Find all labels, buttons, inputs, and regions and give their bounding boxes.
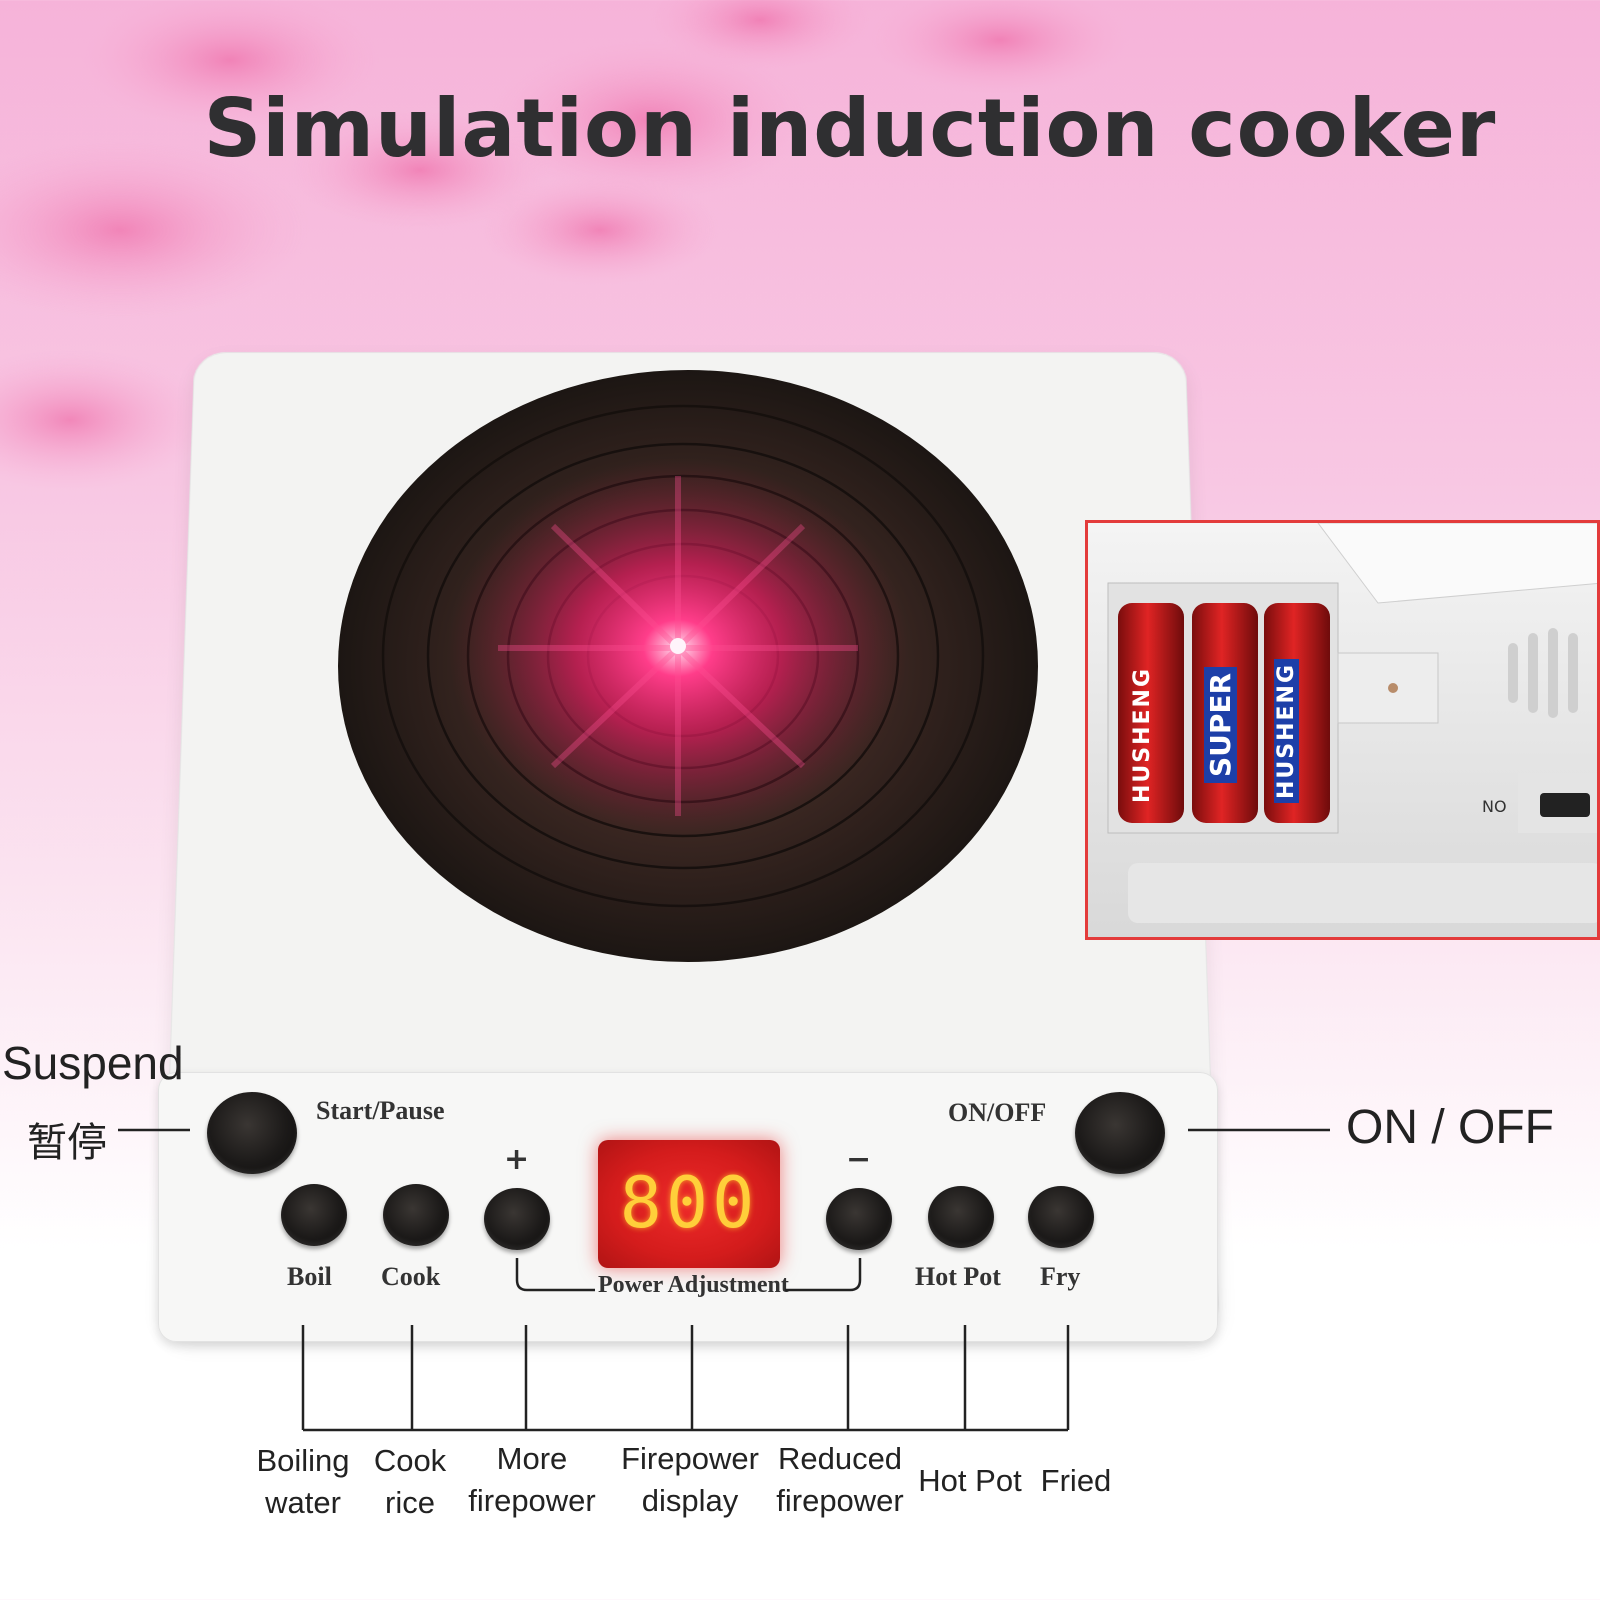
fried-annotation: Fried: [1040, 1463, 1112, 1498]
power-adjustment-label: Power Adjustment: [598, 1272, 789, 1298]
start-pause-button[interactable]: [207, 1092, 297, 1174]
hot-pot-button[interactable]: [928, 1186, 994, 1248]
on-off-label: ON/OFF: [948, 1098, 1047, 1127]
firepower-display: 800: [598, 1140, 780, 1268]
reduced-firepower-annotation: Reduced firepower: [770, 1438, 910, 1522]
burner-plate: [338, 370, 1038, 962]
on-off-button[interactable]: [1075, 1092, 1165, 1174]
cook-button[interactable]: [383, 1184, 449, 1246]
reduced-firepower-line1: Reduced: [777, 1441, 903, 1476]
on-off-annotation: ON / OFF: [1346, 1101, 1554, 1154]
cook-rice-line1: Cook: [373, 1443, 447, 1478]
minus-sign: −: [846, 1142, 872, 1177]
fry-label: Fry: [1040, 1262, 1081, 1291]
battery-label-3: HUSHENG: [1274, 658, 1299, 803]
cook-rice-annotation: Cook rice: [350, 1440, 470, 1524]
battery-label-2: SUPER: [1204, 666, 1237, 783]
fry-button[interactable]: [1028, 1186, 1094, 1248]
suspend-annotation: Suspend: [2, 1037, 184, 1089]
hot-pot-annotation: Hot Pot: [918, 1463, 1022, 1498]
boiling-water-annotation: Boiling water: [228, 1440, 378, 1524]
battery-1: [1118, 603, 1184, 823]
power-switch[interactable]: [1540, 793, 1590, 817]
battery-label-1: HUSHENG: [1130, 666, 1155, 803]
minus-button[interactable]: [826, 1188, 892, 1250]
boiling-water-line1: Boiling: [256, 1443, 350, 1478]
hot-pot-label: Hot Pot: [915, 1262, 1001, 1291]
boil-label: Boil: [287, 1262, 332, 1291]
more-firepower-annotation: More firepower: [462, 1438, 602, 1522]
suspend-chinese-annotation: 暂停: [27, 1120, 107, 1166]
more-firepower-line2: firepower: [468, 1483, 596, 1518]
display-digits: 800: [619, 1162, 759, 1244]
battery-compartment-illustration: [1088, 523, 1597, 937]
boiling-water-line2: water: [265, 1485, 341, 1520]
battery-compartment-inset: HUSHENG SUPER HUSHENG NO: [1085, 520, 1600, 940]
firepower-display-line1: Firepower: [621, 1441, 759, 1476]
cook-label: Cook: [381, 1262, 441, 1291]
plus-button[interactable]: [484, 1188, 550, 1250]
more-firepower-line1: More: [496, 1441, 568, 1476]
boil-button[interactable]: [281, 1184, 347, 1246]
cook-rice-line2: rice: [385, 1485, 435, 1520]
switch-label: NO: [1482, 797, 1507, 816]
plus-sign: +: [504, 1142, 530, 1177]
page-title: Simulation induction cooker: [203, 82, 1497, 175]
firepower-display-annotation: Firepower display: [610, 1438, 770, 1522]
start-pause-label: Start/Pause: [316, 1096, 445, 1125]
reduced-firepower-line2: firepower: [776, 1483, 904, 1518]
firepower-display-line2: display: [641, 1483, 739, 1518]
